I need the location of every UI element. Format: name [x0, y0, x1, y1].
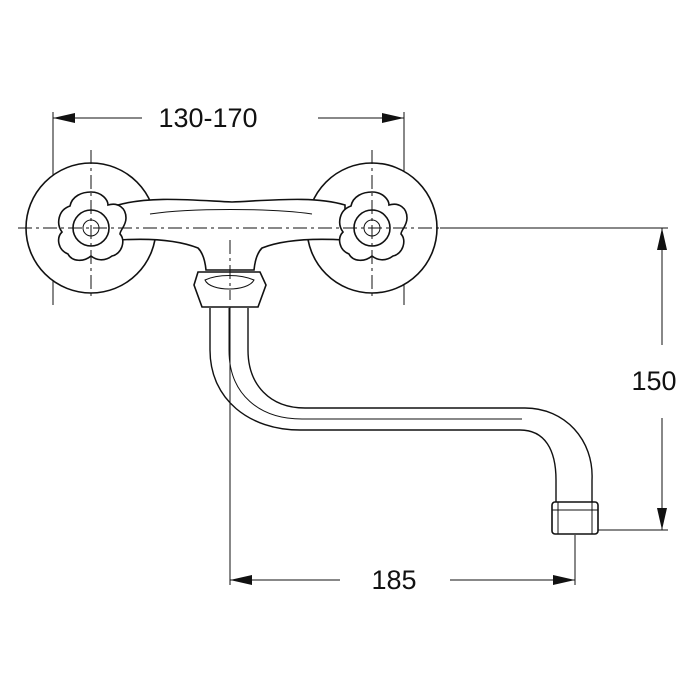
spout [209, 308, 593, 505]
center-lines [18, 150, 440, 300]
height-dimension-label: 150 [631, 366, 676, 396]
aerator [551, 501, 599, 535]
width-dimension-label: 130-170 [158, 103, 257, 133]
width-dimension: 130-170 [52, 103, 405, 305]
mixer-body-highlight [149, 209, 313, 215]
reach-arrow-right [553, 575, 575, 585]
width-arrow-right [382, 113, 404, 123]
width-arrow-left [53, 113, 75, 123]
reach-arrow-left [230, 575, 252, 585]
spout-swivel-nut [193, 271, 267, 308]
reach-dimension-label: 185 [371, 565, 416, 595]
height-arrow-bottom [657, 508, 667, 530]
mixer-body [117, 198, 346, 271]
height-dimension: 150 [440, 227, 677, 531]
height-arrow-top [657, 228, 667, 250]
